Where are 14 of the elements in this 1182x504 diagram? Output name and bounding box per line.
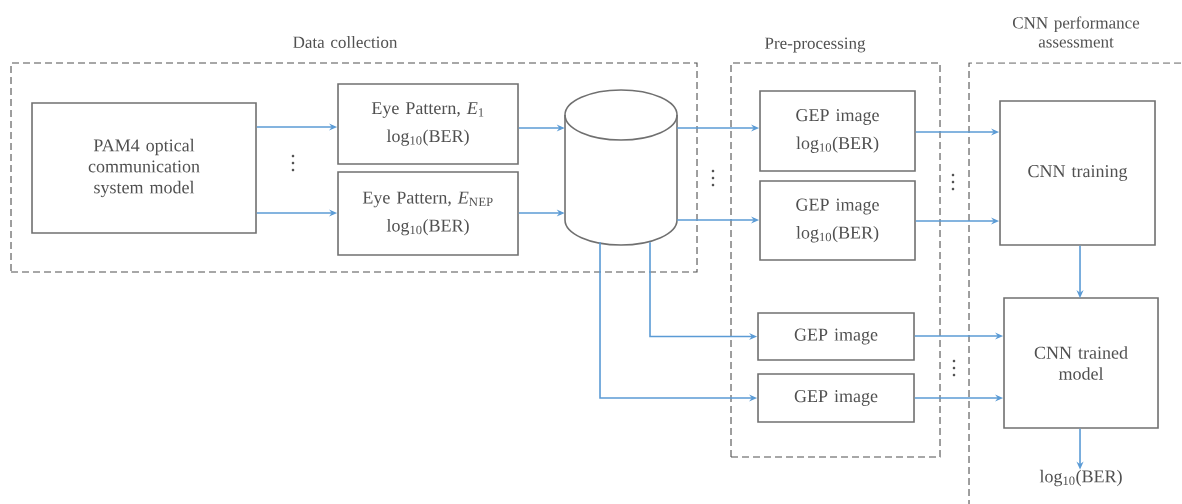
node-label: Pre-processing <box>764 37 866 53</box>
process-box: Eye Pattern, E$_{1}$ log$_{10}$(BER) <box>337 83 519 165</box>
node-label: CNN performance assessment <box>1012 16 1140 48</box>
process-box: CNN training <box>999 100 1156 246</box>
process-box: Eye Pattern, E$_{NEP}$ log$_{10}$(BER) <box>337 171 519 256</box>
process-box: PAM4 optical communication system model <box>31 102 257 234</box>
process-box: GEP image log$_{10}$(BER) <box>759 90 916 172</box>
output-label: log$_{10}$(BER) <box>1039 469 1122 487</box>
process-box: CNN trained model <box>1003 297 1159 429</box>
database-cylinder <box>564 89 678 246</box>
process-box: GEP image log$_{10}$(BER) <box>759 180 916 261</box>
process-box: GEP image <box>757 373 915 423</box>
process-box: GEP image <box>757 312 915 361</box>
node-label: Data collection <box>293 36 398 48</box>
